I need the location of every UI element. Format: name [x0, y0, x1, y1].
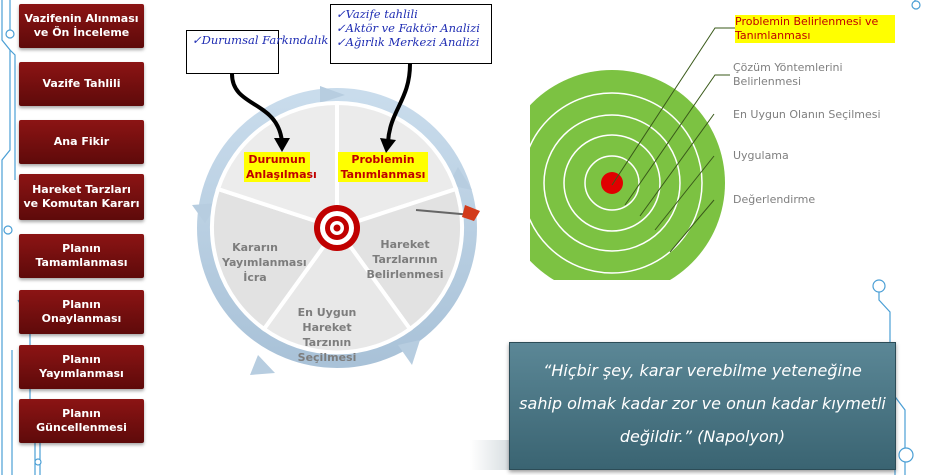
check-icon: ✓ [336, 21, 346, 35]
segment-en-uygun-hareket: En Uygun Hareket Tarzının Seçilmesi [297, 306, 357, 364]
step-planin-tamamlanmasi[interactable]: Planın Tamamlanması [19, 234, 144, 278]
step-hareket-tarzlari[interactable]: Hareket Tarzları ve Komutan Kararı [19, 174, 144, 220]
step-ana-fikir[interactable]: Ana Fikir [19, 120, 144, 164]
quote-line: “Hiçbir şey, karar verebilme yeteneğine [543, 361, 862, 380]
step-planin-onaylanmasi[interactable]: Planın Onaylanması [19, 290, 144, 334]
check-icon: ✓ [192, 33, 202, 47]
callout-analysis: ✓Vazife tahlili ✓Aktör ve Faktör Analizi… [330, 4, 492, 64]
target-label-uygulama: Uygulama [733, 149, 789, 162]
decision-cycle [192, 86, 480, 375]
target-label-problemin: Problemin Belirlenmesi ve Tanımlanması [735, 15, 895, 43]
callout-durumsal-farkindalik: ✓Durumsal Farkındalık [186, 30, 328, 74]
napoleon-quote: “Hiçbir şey, karar verebilme yeteneğine … [509, 342, 896, 470]
step-planin-guncellenmesi[interactable]: Planın Güncellenmesi [19, 399, 144, 443]
quote-line: değildir.” (Napolyon) [619, 427, 786, 446]
callout-durumsal-text: Durumsal Farkındalık [201, 33, 329, 47]
segment-problemin-tanimlanmasi: Problemin Tanımlanması [338, 152, 428, 182]
step-planin-yayimlanmasi[interactable]: Planın Yayımlanması [19, 345, 144, 389]
check-icon: ✓ [336, 35, 346, 49]
target-leader-lines [611, 27, 740, 253]
segment-kararin-yayimlanmasi: Kararın Yayımlanması İcra [222, 241, 307, 284]
step-vazife-tahlili[interactable]: Vazife Tahlili [19, 62, 144, 106]
target-icon [314, 205, 360, 251]
target-label-en-uygun: En Uygun Olanın Seçilmesi [733, 108, 881, 121]
callout-arrows [230, 63, 412, 153]
check-icon: ✓ [336, 7, 346, 21]
callout-item: Vazife tahlili [345, 7, 418, 21]
segment-hareket-tarzlarinin-belirlenmesi: Hareket Tarzlarının Belirlenmesi [366, 238, 444, 281]
segment-durumun-anlasilmasi: Durumun Anlaşılması [244, 152, 317, 182]
callout-item: Aktör ve Faktör Analizi [345, 21, 480, 35]
quote-line: sahip olmak kadar zor ve onun kadar kıym… [519, 394, 886, 413]
step-vazifenin-alinmasi[interactable]: Vazifenin Alınması ve Ön İnceleme [19, 4, 144, 48]
dart-icon [415, 205, 480, 221]
callout-item: Ağırlık Merkezi Analizi [345, 35, 480, 49]
target-label-degerlendirme: Değerlendirme [733, 193, 816, 206]
target-label-cozum: Çözüm Yöntemlerini Belirlenmesi [733, 61, 843, 88]
